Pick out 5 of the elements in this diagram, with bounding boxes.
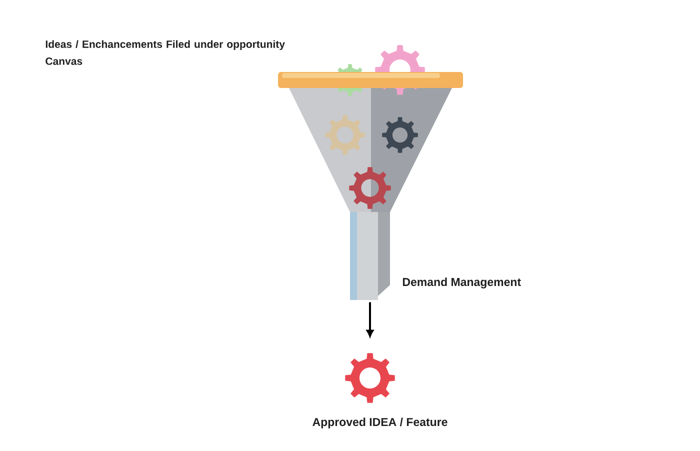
arrow — [366, 302, 374, 337]
note-text: Demand Management — [402, 278, 521, 288]
gear-icon — [345, 353, 395, 403]
caption-text: Approved IDEA / Feature — [312, 418, 448, 428]
note-text: Ideas / Enchancements Filed under opportunity Canvas — [46, 40, 285, 65]
